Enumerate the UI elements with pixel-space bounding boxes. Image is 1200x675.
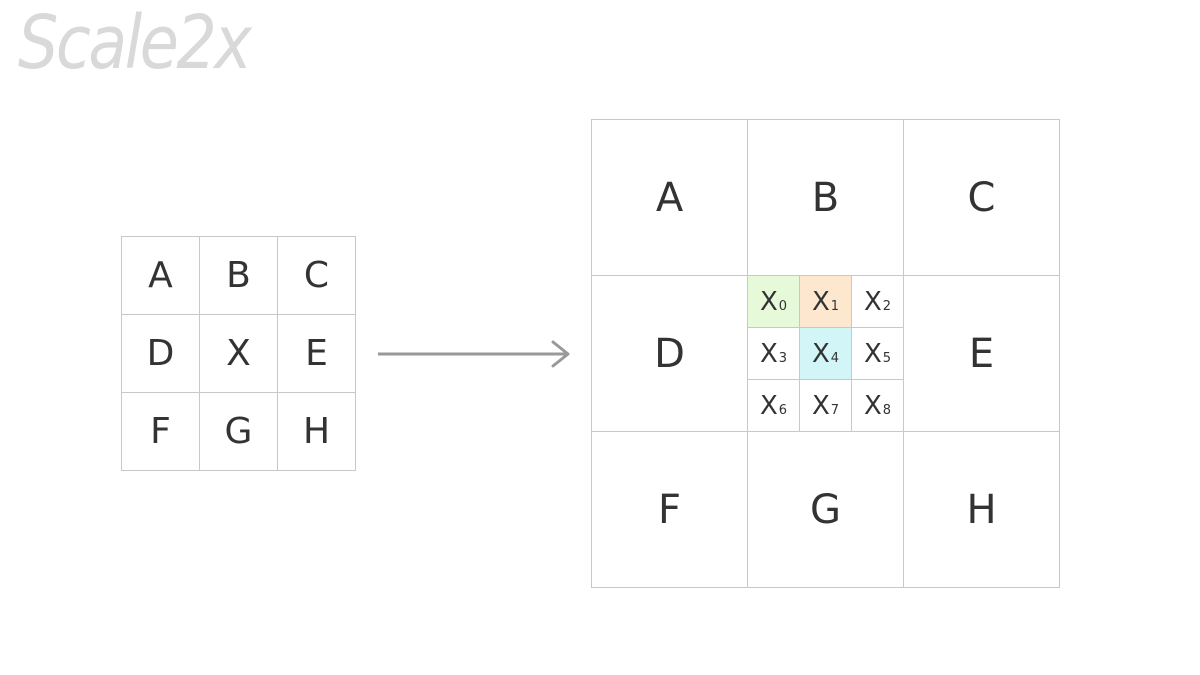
scaled-cell-c: C <box>903 119 1060 276</box>
source-cell-h: H <box>277 392 356 471</box>
source-cell-c: C <box>277 236 356 315</box>
diagram-title: Scale2x <box>18 0 252 86</box>
source-cell-f: F <box>121 392 200 471</box>
scaled-cell-e: E <box>903 275 1060 432</box>
scaled-cell-g: G <box>747 431 904 588</box>
source-cell-a: A <box>121 236 200 315</box>
scaled-cell-d: D <box>591 275 748 432</box>
source-cell-x: X <box>199 314 278 393</box>
scaled-cell-h: H <box>903 431 1060 588</box>
scaled-cell-b: B <box>747 119 904 276</box>
source-cell-b: B <box>199 236 278 315</box>
source-cell-e: E <box>277 314 356 393</box>
source-cell-g: G <box>199 392 278 471</box>
source-cell-d: D <box>121 314 200 393</box>
arrow-icon <box>378 340 570 368</box>
scaled-cell-f: F <box>591 431 748 588</box>
scaled-cell-a: A <box>591 119 748 276</box>
